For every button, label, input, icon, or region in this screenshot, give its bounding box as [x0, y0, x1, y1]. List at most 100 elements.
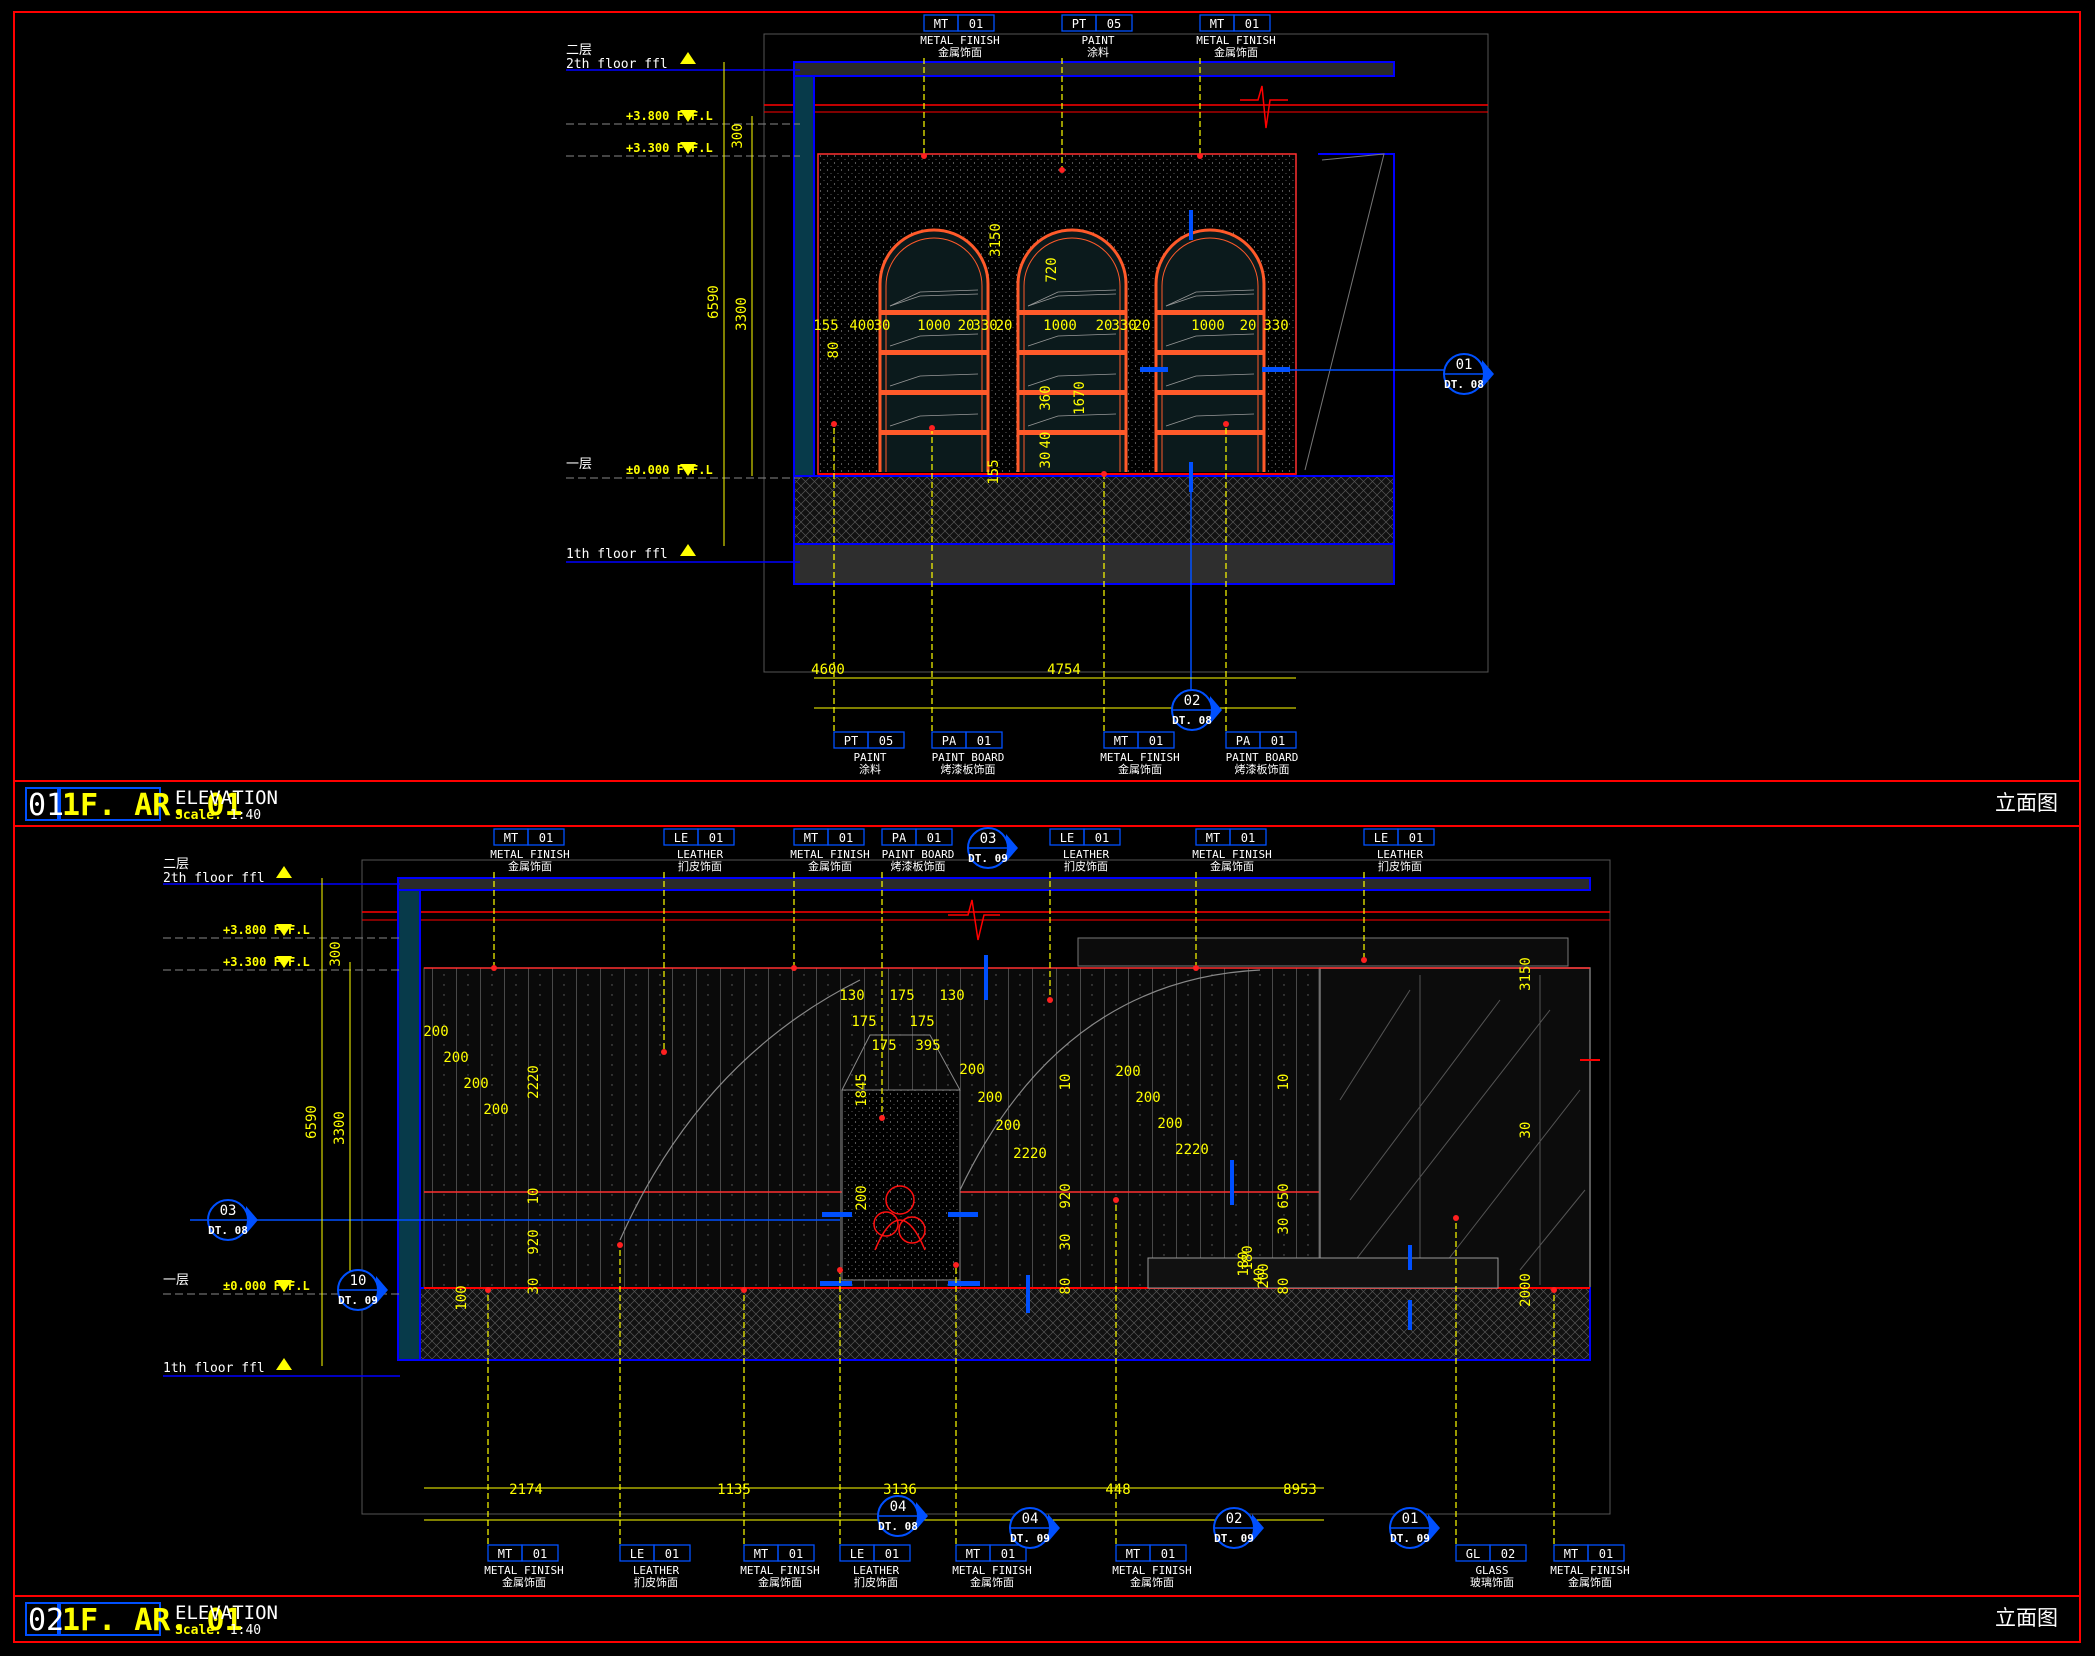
dimension-label: 30: [1518, 1122, 1534, 1139]
tag-code: PT: [1072, 17, 1086, 31]
dimension-label: 20: [1240, 318, 1257, 334]
level-marker: +3.300 F.F.L: [566, 141, 800, 157]
callout-number: 10: [350, 1273, 367, 1289]
dimension-label: 200: [463, 1076, 488, 1092]
level-marker: +3.300 F.F.L: [163, 955, 400, 971]
dimension-label: 650: [1276, 1183, 1292, 1208]
tag-description: METAL FINISH: [952, 1564, 1031, 1577]
tag-description-cn: 扪皮饰面: [678, 859, 722, 873]
tag-description: METAL FINISH: [1196, 34, 1275, 47]
tag-number: 01: [1409, 831, 1423, 845]
arch-unit: [1016, 228, 1128, 472]
tag-description-cn: 扪皮饰面: [1064, 859, 1108, 873]
tag-description-cn: 扪皮饰面: [1378, 859, 1422, 873]
dimension-label: 20: [958, 318, 975, 334]
tag-description-cn: 金属饰面: [1210, 859, 1254, 873]
dimension-label: 330: [972, 318, 997, 334]
svg-text:Scale: 1:40: Scale: 1:40: [175, 1623, 261, 1638]
dimension-label: 100: [454, 1285, 470, 1310]
scale-value: 1:40: [230, 1623, 261, 1638]
tag-description-cn: 金属饰面: [970, 1575, 1014, 1589]
tag-description: PAINT BOARD: [882, 848, 955, 861]
tag-code: MT: [1126, 1547, 1140, 1561]
tag-description-cn: 玻璃饰面: [1470, 1575, 1514, 1589]
dimension-label: 920: [1058, 1183, 1074, 1208]
level-tag: +3.800 F.F.L: [223, 923, 310, 937]
level-tag: +3.300 F.F.L: [223, 955, 310, 969]
dimension-label: 175: [909, 1014, 934, 1030]
tag-description-cn: 烤漆板饰面: [941, 762, 996, 776]
dimension-label: 720: [1044, 257, 1060, 282]
dimension-label: 2220: [1175, 1142, 1209, 1158]
scale-value: 1:40: [230, 808, 261, 823]
level-cn: 二层: [163, 857, 189, 872]
level-marker: 1th floor ffl: [566, 544, 800, 563]
level-en: 2th floor ffl: [566, 57, 668, 72]
tag-code: GL: [1466, 1547, 1480, 1561]
level-cn: 二层: [566, 43, 592, 58]
title-number: 02: [28, 1603, 64, 1638]
dimension-label: 175: [889, 988, 914, 1004]
level-tag: ±0.000 F.F.L: [626, 463, 713, 477]
callout-reference: DT. 08: [1172, 714, 1212, 727]
callout-reference: DT. 09: [1390, 1532, 1430, 1545]
callout-number: 01: [1456, 357, 1473, 373]
callout-number: 01: [1402, 1511, 1419, 1527]
dimension-label: 175: [851, 1014, 876, 1030]
dimension-label: 180: [1236, 1251, 1252, 1276]
tag-number: 01: [1161, 1547, 1175, 1561]
dimension-label: 200: [977, 1090, 1002, 1106]
tag-number: 01: [927, 831, 941, 845]
tag-number: 01: [1245, 17, 1259, 31]
tag-number: 01: [539, 831, 553, 845]
dimension-label: 200: [1256, 1263, 1272, 1288]
dimension-label: 20: [1096, 318, 1113, 334]
dimension-label: 6590: [304, 1105, 320, 1139]
dimension-label: 4600: [811, 662, 845, 678]
elevation-01: [763, 33, 1489, 708]
dimension-label: 3150: [1518, 957, 1534, 991]
arch-unit: [1154, 228, 1266, 472]
tag-number: 01: [839, 831, 853, 845]
dimension-label: 80: [1058, 1278, 1074, 1295]
callout-reference: DT. 09: [1214, 1532, 1254, 1545]
tag-code: LE: [630, 1547, 644, 1561]
dimension-label: 2000: [1518, 1273, 1534, 1307]
tag-code: MT: [504, 831, 518, 845]
tag-description-cn: 金属饰面: [502, 1575, 546, 1589]
